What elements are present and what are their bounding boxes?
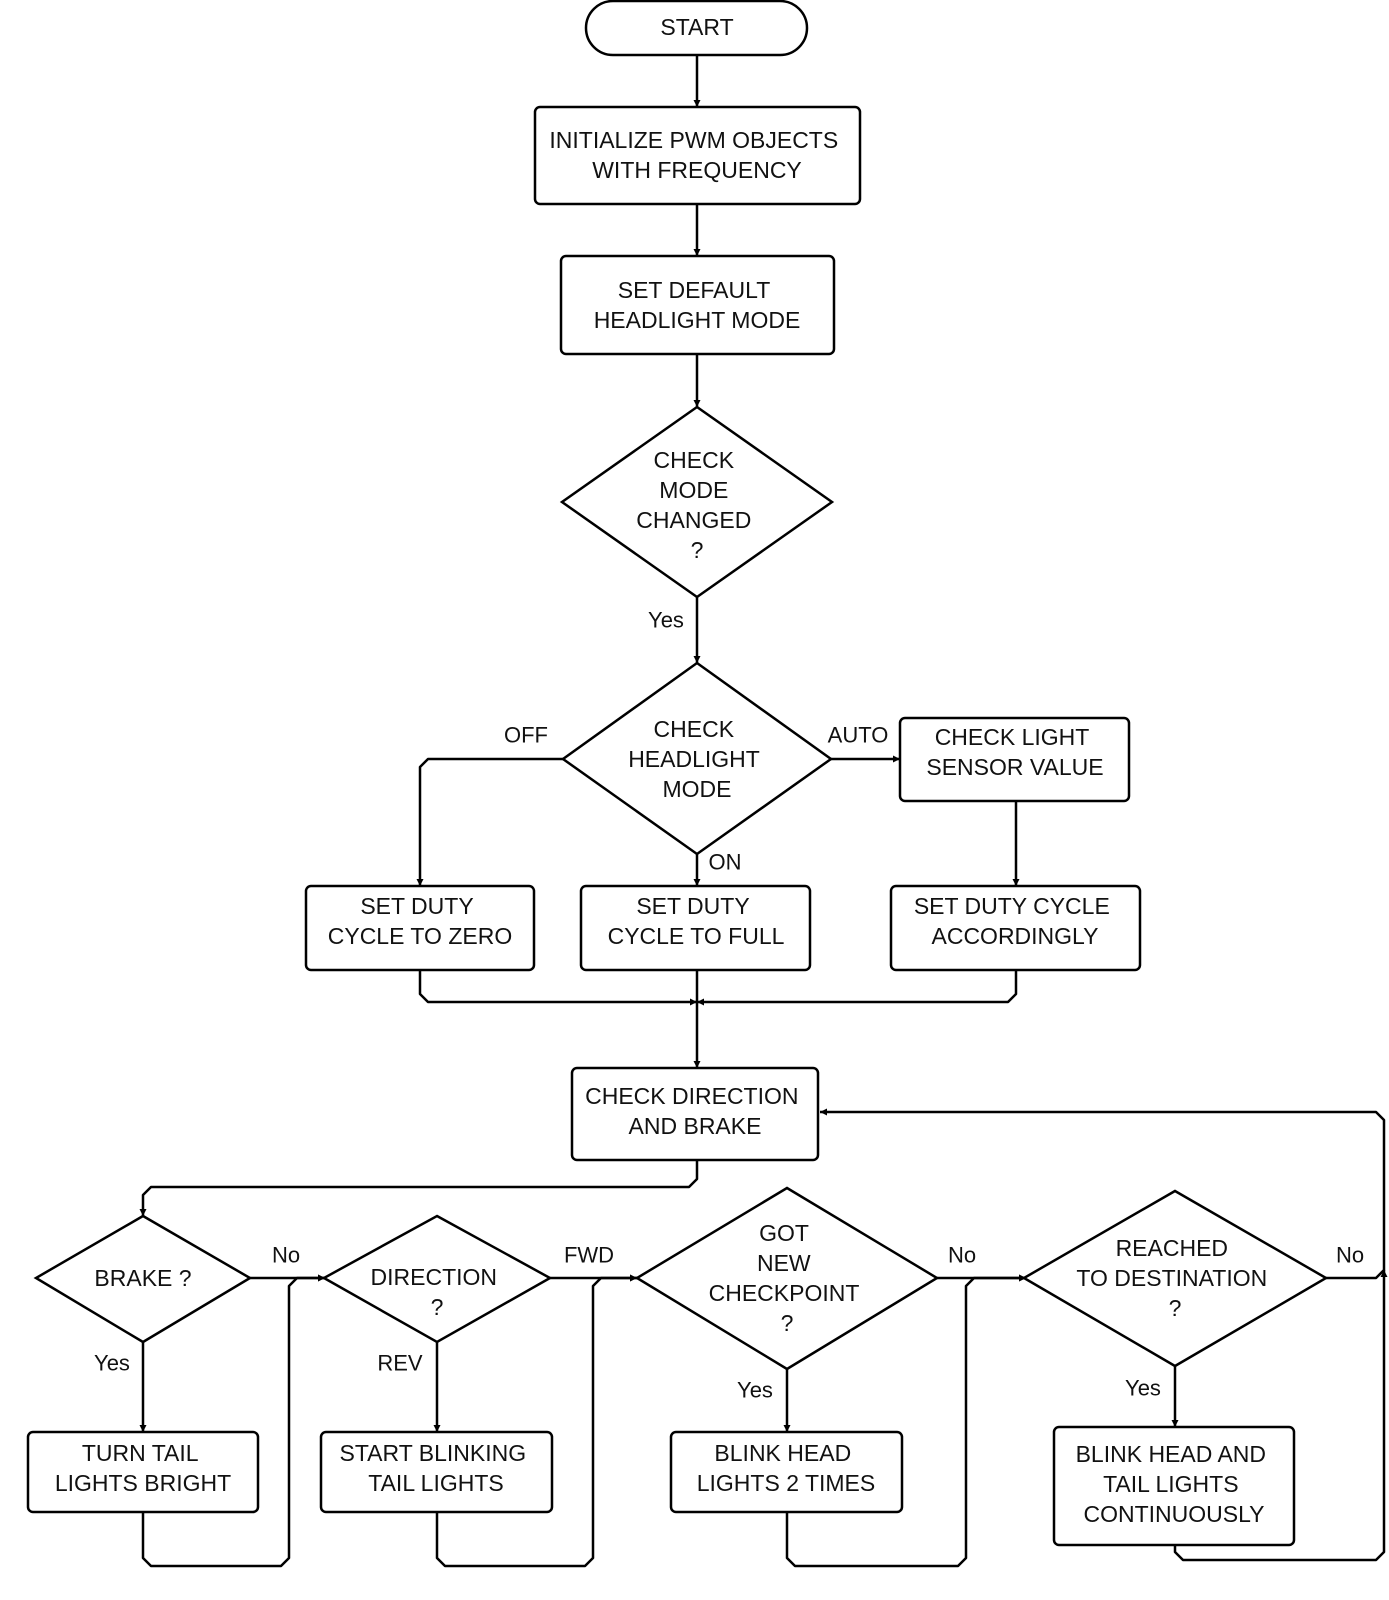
decision-reached-destination: REACHED TO DESTINATION ? [1021,1189,1329,1368]
process-set-duty-cycle-accordingly: SET DUTY CYCLE ACCORDINGLY [889,884,1142,972]
process-check-light-sensor-value: CHECK LIGHT SENSOR VALUE [898,716,1131,803]
node-label: CHECK MODE CHANGED ? [636,447,757,563]
edge-labels: Yes OFF AUTO ON No Yes FWD REV No Yes No… [94,608,1364,1403]
node-label: CHECK DIRECTION AND BRAKE [585,1083,805,1139]
decision-got-new-checkpoint: GOT NEW CHECKPOINT ? [634,1186,940,1371]
node-label: SET DEFAULT HEADLIGHT MODE [594,277,801,333]
node-label: SET DUTY CYCLE TO FULL [608,893,785,949]
edge-label-headlight-off: OFF [504,723,548,748]
process-turn-tail-lights-bright: TURN TAIL LIGHTS BRIGHT [26,1430,260,1514]
terminal-start: START [584,0,809,57]
process-blink-head-and-tail-continuously: BLINK HEAD AND TAIL LIGHTS CONTINUOUSLY [1052,1425,1296,1547]
node-label: BLINK HEAD AND TAIL LIGHTS CONTINUOUSLY [1076,1441,1273,1527]
node-label: CHECK HEADLIGHT MODE [628,716,766,802]
node-label: REACHED TO DESTINATION ? [1076,1235,1273,1321]
edge-label-checkpoint-no: No [948,1243,976,1268]
connector-headlight-off [416,757,563,886]
decision-direction: DIRECTION ? [321,1214,553,1344]
connector-blink-head-return [785,1274,1026,1568]
node-label: TURN TAIL LIGHTS BRIGHT [55,1440,231,1496]
node-label: INITIALIZE PWM OBJECTS WITH FREQUENCY [549,127,844,183]
process-set-duty-cycle-full: SET DUTY CYCLE TO FULL [579,884,812,972]
node-label: DIRECTION ? [371,1264,504,1320]
connector-blink-continuous-return [1173,1270,1388,1562]
process-check-direction-and-brake: CHECK DIRECTION AND BRAKE [570,1066,820,1162]
edge-label-headlight-on: ON [709,850,742,875]
edge-label-checkpoint-yes: Yes [737,1378,773,1403]
node-label: GOT NEW CHECKPOINT ? [709,1220,866,1336]
process-start-blinking-tail-lights: START BLINKING TAIL LIGHTS [319,1430,554,1514]
node-label: BRAKE ? [94,1265,191,1291]
node-label: SET DUTY CYCLE ACCORDINGLY [914,893,1116,949]
decision-brake: BRAKE ? [33,1214,253,1344]
connector-tail-bright-return [141,1274,325,1568]
edge-label-direction-fwd: FWD [564,1243,614,1268]
connector-blink-tail-return [435,1274,637,1568]
edge-label-brake-yes: Yes [94,1351,130,1376]
process-initialize-pwm: INITIALIZE PWM OBJECTS WITH FREQUENCY [533,105,862,206]
node-label: START [660,14,733,40]
connector-duty-auto-merge [697,970,1018,1006]
edge-label-mode-changed-yes: Yes [648,608,684,633]
connectors [139,55,1388,1568]
decision-check-mode-changed: CHECK MODE CHANGED ? [559,405,835,599]
node-label: CHECK LIGHT SENSOR VALUE [926,724,1103,780]
process-set-default-headlight-mode: SET DEFAULT HEADLIGHT MODE [559,254,836,356]
edge-label-direction-rev: REV [377,1351,423,1376]
node-label: SET DUTY CYCLE TO ZERO [328,893,512,949]
node-label: START BLINKING TAIL LIGHTS [340,1440,533,1496]
process-set-duty-cycle-zero: SET DUTY CYCLE TO ZERO [304,884,536,972]
connector-destination-no-loop [820,1108,1386,1280]
edge-label-destination-yes: Yes [1125,1376,1161,1401]
edge-label-headlight-auto: AUTO [828,723,889,748]
process-blink-head-lights-2-times: BLINK HEAD LIGHTS 2 TIMES [669,1430,904,1514]
edge-label-brake-no: No [272,1243,300,1268]
decision-check-headlight-mode: CHECK HEADLIGHT MODE [560,661,834,856]
edge-label-destination-no: No [1336,1243,1364,1268]
node-label: BLINK HEAD LIGHTS 2 TIMES [697,1440,876,1496]
connector-check-direction-to-brake [139,1160,699,1216]
connector-duty-zero-merge [418,970,697,1006]
